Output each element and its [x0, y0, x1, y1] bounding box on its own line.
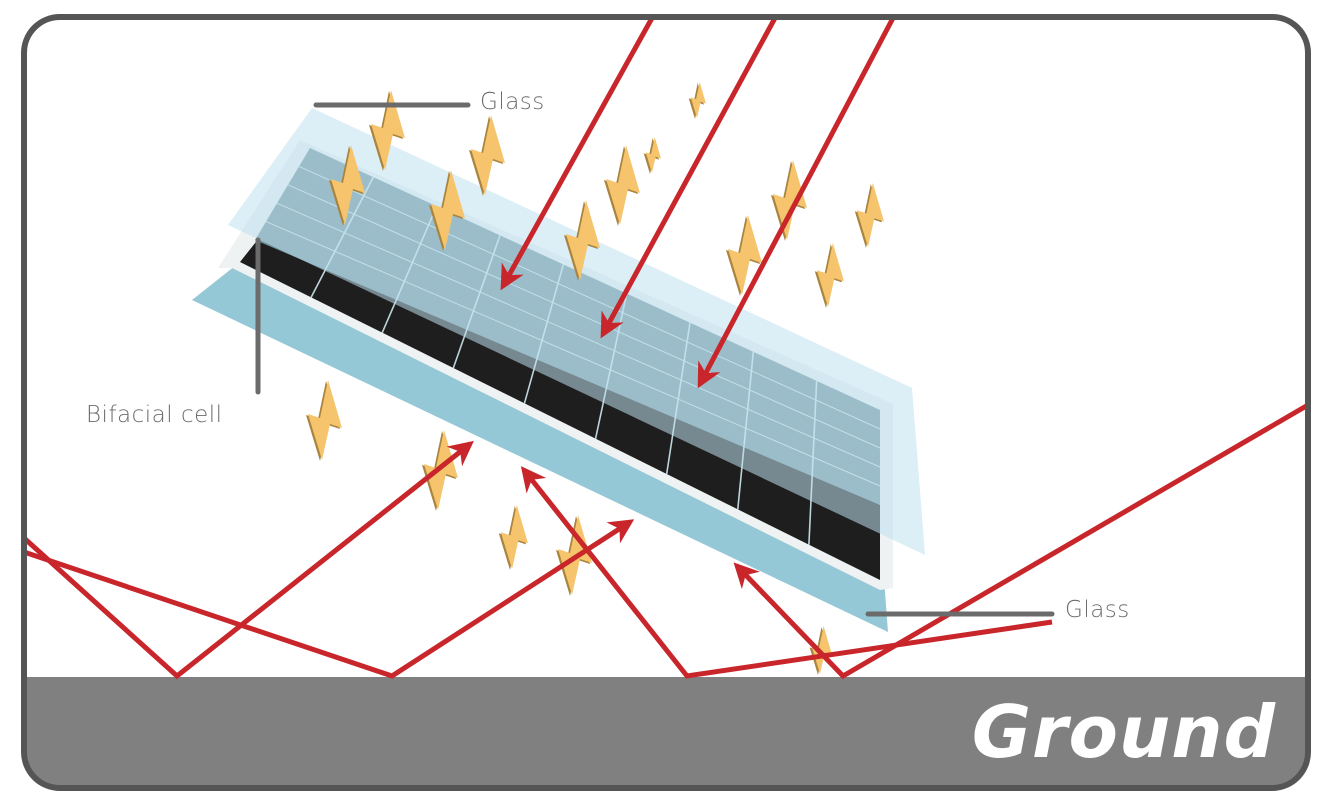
reflected-ray [24, 440, 474, 680]
lightning-bolt-icon [816, 243, 844, 307]
lightning-bolt-icon [690, 82, 706, 118]
incident-ray [697, 17, 896, 389]
ground-band [24, 677, 1308, 788]
diagram-frame [21, 14, 1311, 791]
incident-ray [500, 17, 655, 291]
lightning-bolt-icon [500, 505, 528, 569]
lightning-bolt-icon [606, 145, 640, 225]
lightning-bolt-icon [331, 145, 365, 225]
glass-sheet-top [228, 108, 925, 555]
glass-sheet-bottom [192, 262, 888, 632]
label-ground: Ground [971, 690, 1276, 774]
lightning-bolt-icon [566, 200, 600, 280]
label-bifacial-cell: Bifacial cell [86, 402, 223, 428]
lightning-bolt-icon [371, 90, 405, 170]
lightning-bolt-icon [645, 137, 661, 173]
light-rays [24, 17, 1308, 680]
incident-ray [600, 17, 778, 339]
lightning-bolt-icon [773, 160, 807, 240]
label-glass-bottom: Glass [1065, 597, 1130, 623]
lightning-bolt-icon [728, 215, 762, 295]
scene-clip [24, 17, 1308, 788]
lightning-bolt-icon [471, 115, 505, 195]
lightning-bolt-icon [308, 380, 342, 460]
lightning-bolt-icon [431, 170, 465, 250]
reflected-ray [24, 519, 635, 679]
label-glass-top: Glass [480, 89, 545, 115]
reflected-ray [520, 466, 1053, 679]
reflected-ray [733, 402, 1308, 680]
lightning-bolt-icon [856, 183, 884, 247]
lightning-bolt-icon [811, 626, 832, 674]
